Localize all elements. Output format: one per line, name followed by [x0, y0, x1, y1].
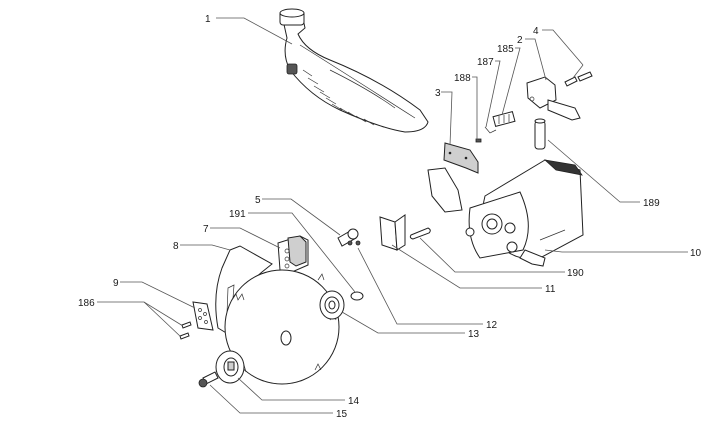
label-3: 3: [435, 88, 441, 99]
label-15: 15: [336, 409, 348, 420]
part-13-inner-flange: [319, 290, 345, 320]
leader-11: [391, 244, 542, 289]
label-9: 9: [113, 278, 119, 289]
part-14-outer-flange: [215, 350, 245, 384]
part-4-screws: [564, 71, 593, 87]
part-188-small-screw: [475, 138, 482, 143]
leader-15: [209, 384, 333, 414]
label-191: 191: [229, 209, 246, 220]
part-labels: 1 2 3 4 5 7 8 9 10 11 12 13 14 15 185 18…: [78, 14, 702, 420]
label-4: 4: [533, 26, 539, 37]
leader-191: [248, 212, 356, 293]
part-1-blade-guard: [279, 8, 429, 133]
leader-1: [216, 17, 293, 45]
label-10: 10: [690, 248, 702, 259]
leader-8: [180, 244, 231, 251]
leader-12: [357, 247, 483, 325]
label-1: 1: [205, 14, 211, 25]
part-2-switch-housing: [526, 76, 581, 121]
leader-188: [472, 76, 478, 140]
leader-187: [485, 60, 501, 128]
part-191-washer: [350, 291, 364, 301]
label-187: 187: [477, 57, 494, 68]
label-189: 189: [643, 198, 660, 209]
part-9-guard-plate: [192, 301, 214, 331]
leader-10: [544, 249, 688, 253]
leader-185: [501, 47, 521, 116]
leader-3: [441, 91, 453, 146]
label-190: 190: [567, 268, 584, 279]
label-13: 13: [468, 329, 480, 340]
part-15-blade-bolt: [198, 371, 219, 388]
leader-189: [547, 139, 640, 203]
part-189-sleeve: [534, 118, 546, 150]
leader-2: [525, 38, 547, 81]
label-5: 5: [255, 195, 261, 206]
label-186: 186: [78, 298, 95, 309]
part-185-terminal-block: [492, 110, 516, 128]
label-188: 188: [454, 73, 471, 84]
part-7-brush-holder: [277, 235, 309, 273]
label-11: 11: [545, 284, 556, 295]
leader-190: [419, 237, 565, 273]
part-190-key: [409, 227, 431, 240]
part-187-clip: [484, 126, 497, 134]
leader-13: [341, 311, 465, 334]
leader-7: [210, 227, 281, 249]
leader-186: [97, 301, 184, 327]
leader-4b: [572, 64, 584, 79]
part-186-screws: [179, 321, 192, 340]
part-11-bracket: [379, 214, 406, 251]
label-8: 8: [173, 241, 179, 252]
part-10-motor-assembly: [427, 159, 584, 267]
leader-lines: [97, 17, 688, 414]
leader-4: [542, 29, 584, 66]
label-2: 2: [517, 35, 523, 46]
label-12: 12: [486, 320, 498, 331]
leader-9: [120, 281, 196, 309]
leader-5: [262, 198, 341, 236]
part-3-mounting-plate: [443, 142, 479, 174]
label-14: 14: [348, 396, 360, 407]
leader-14: [237, 377, 345, 401]
leader-186b: [143, 301, 182, 338]
part-5-shaft-bolt: [337, 228, 361, 247]
label-185: 185: [497, 44, 514, 55]
label-7: 7: [203, 224, 209, 235]
